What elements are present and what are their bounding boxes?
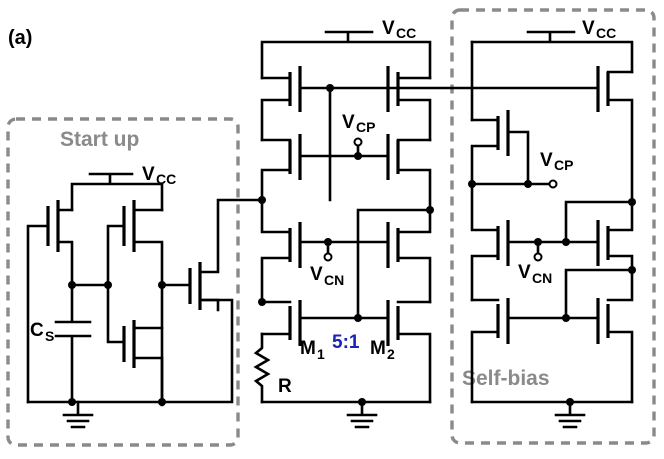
resistor-label: R: [278, 376, 292, 397]
selfbias-vcp-label: V: [540, 150, 553, 171]
m2-label: M: [370, 338, 386, 359]
main-vcc-sub: CC: [396, 25, 416, 41]
selfbias-vcn-label: V: [518, 262, 531, 283]
selfbias-box: [450, 8, 656, 445]
cs-label: C: [30, 320, 44, 341]
cs-sub: S: [45, 328, 54, 344]
vcn-label: V: [310, 264, 323, 285]
m1-sub: 1: [317, 346, 325, 362]
selfbias-vcc-label: V: [582, 18, 595, 39]
m2-sub: 2: [387, 346, 395, 362]
vcp-label: V: [342, 112, 355, 133]
selfbias-vcc-sub: CC: [596, 25, 616, 41]
selfbias-circuit: V CC V CP V CN: [468, 18, 636, 429]
main-vcc-label: V: [382, 18, 395, 39]
m1-label: M: [300, 338, 316, 359]
ratio-label: 5:1: [332, 332, 360, 353]
selfbias-vcn-sub: CN: [532, 270, 552, 286]
figure-label: (a): [8, 27, 32, 49]
startup-box: [6, 117, 240, 447]
selfbias-label: Self-bias: [462, 367, 550, 390]
startup-vcc-sub: CC: [156, 171, 176, 187]
vcn-sub: CN: [324, 272, 344, 288]
main-circuit: V CC V CP V CN R M 1 5: [253, 18, 434, 429]
vcp-sub: CP: [356, 119, 375, 135]
selfbias-vcp-sub: CP: [554, 157, 573, 173]
startup-circuit: V CC C S: [26, 164, 264, 429]
startup-label: Start up: [60, 128, 139, 151]
startup-vcc-label: V: [142, 164, 155, 185]
